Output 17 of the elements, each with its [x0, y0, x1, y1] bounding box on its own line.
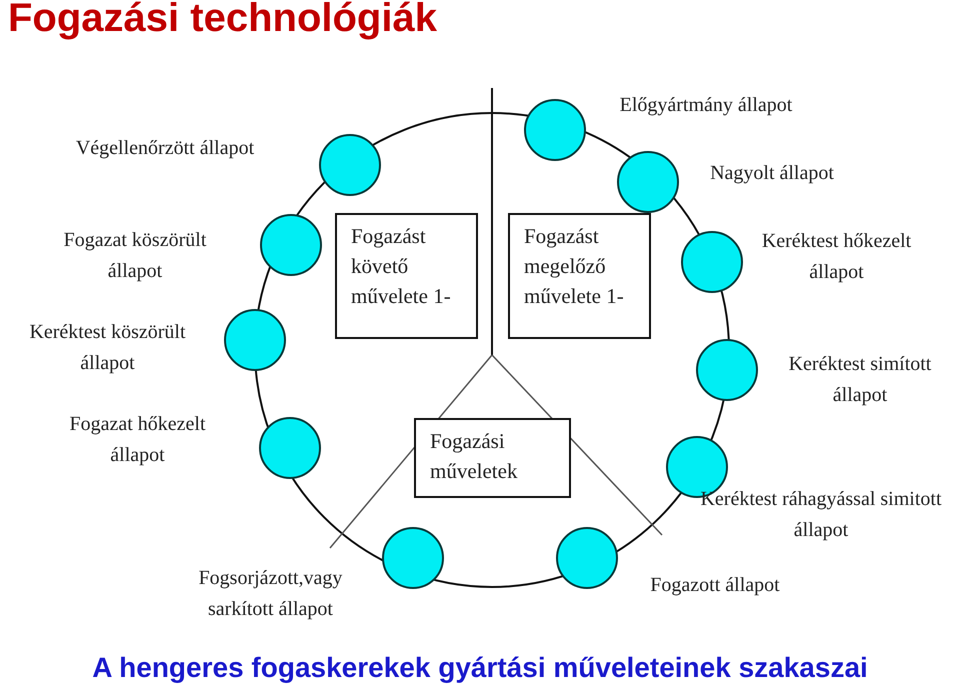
operation-box: Fogazást követő művelete 1-	[335, 213, 478, 339]
state-label: Előgyártmány állapot	[618, 93, 794, 118]
state-label: Keréktest ráhagyással simitott állapot	[699, 487, 943, 543]
state-label: Fogazat köszörült állapot	[62, 228, 208, 284]
caption: A hengeres fogaskerekek gyártási műveleteinek szakaszai	[91, 652, 869, 684]
operation-box: Fogazást megelőző művelete 1-	[508, 213, 651, 339]
state-label: Keréktest simított állapot	[788, 352, 932, 408]
state-circle	[617, 151, 679, 213]
title: Fogazási technológiák	[8, 0, 437, 41]
state-label: Végellenőrzött állapot	[74, 136, 256, 161]
state-label: Fogsorjázott,vagy sarkított állapot	[198, 566, 344, 622]
state-label: Nagyolt állapot	[709, 161, 835, 186]
state-label: Keréktest köszörült állapot	[28, 320, 187, 376]
state-label: Fogazat hőkezelt állapot	[68, 412, 207, 468]
state-label: Fogazott állapot	[649, 573, 781, 598]
operation-box: Fogazási műveletek	[414, 418, 571, 498]
state-label: Keréktest hőkezelt állapot	[760, 229, 912, 285]
